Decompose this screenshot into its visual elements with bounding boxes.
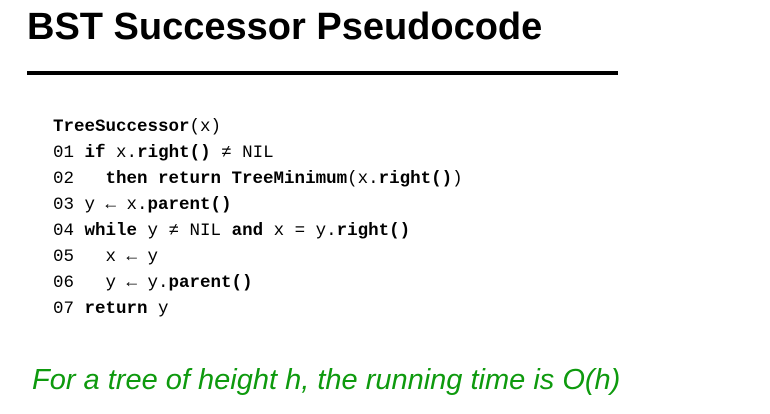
code-text: ≠ NIL [210,143,274,163]
indent [74,143,85,163]
line-number: 02 [53,169,75,189]
code-text: y ← y. [105,273,169,293]
code-line-02: 02 then return TreeMinimum(x.right()) [53,166,463,192]
code-line-01: 01 if x.right() ≠ NIL [53,140,463,166]
indent [74,273,106,293]
keyword: while [84,221,138,241]
indent [74,247,106,267]
function-name: TreeSuccessor [53,117,190,137]
pseudocode-block: TreeSuccessor(x) 01 if x.right() ≠ NIL 0… [53,114,463,322]
line-number: 07 [53,299,75,319]
code-text: x = y. [263,221,337,241]
code-text: y ← x. [84,195,148,215]
code-header-line: TreeSuccessor(x) [53,114,463,140]
title-underline [27,71,618,75]
keyword: then return TreeMinimum [105,169,348,189]
function-args: (x) [189,117,222,137]
line-number: 06 [53,273,75,293]
method-call: parent() [147,195,232,215]
code-line-07: 07 return y [53,296,463,322]
method-call: parent() [168,273,253,293]
keyword: and [231,221,264,241]
line-number: 01 [53,143,75,163]
code-line-03: 03 y ← x.parent() [53,192,463,218]
keyword: return [84,299,148,319]
code-line-06: 06 y ← y.parent() [53,270,463,296]
code-text: ) [452,169,463,189]
keyword: if [84,143,106,163]
code-text: x. [105,143,138,163]
page-title: BST Successor Pseudocode [27,6,543,48]
line-number: 03 [53,195,75,215]
line-number: 04 [53,221,75,241]
code-text: (x. [347,169,379,189]
code-line-05: 05 x ← y [53,244,463,270]
method-call: right() [137,143,211,163]
code-text: y [147,299,169,319]
code-text: x ← y [105,247,159,267]
indent [74,221,85,241]
line-number: 05 [53,247,75,267]
indent [74,169,106,189]
indent [74,299,85,319]
indent [74,195,85,215]
method-call: right() [336,221,411,241]
method-call: right() [378,169,453,189]
running-time-note: For a tree of height h, the running time… [32,364,621,396]
code-text: y ≠ NIL [137,221,232,241]
code-line-04: 04 while y ≠ NIL and x = y.right() [53,218,463,244]
